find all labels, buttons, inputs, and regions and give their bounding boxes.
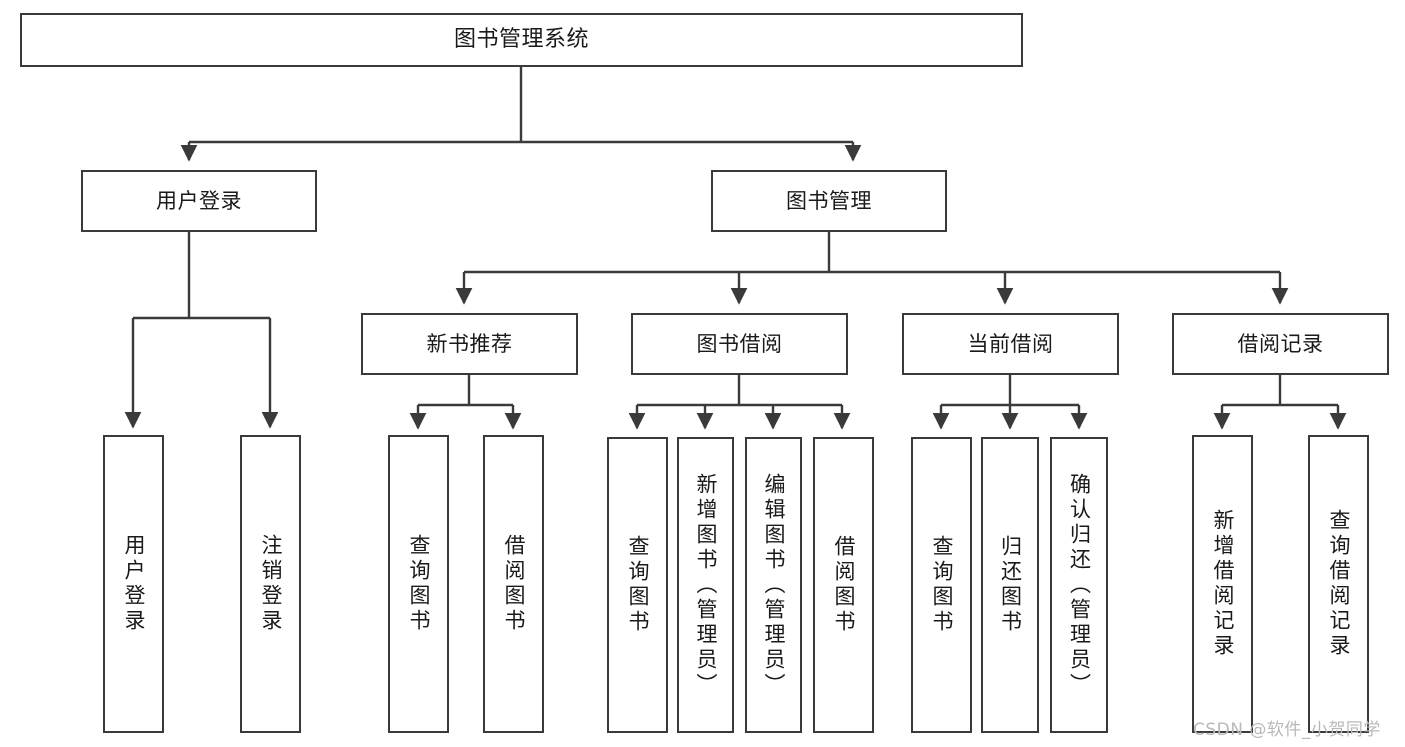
node-root[interactable]: 图书管理系统 bbox=[20, 13, 1023, 67]
node-leaf-add-record-label: 新增借阅记录 bbox=[1211, 509, 1236, 659]
node-current-borrow[interactable]: 当前借阅 bbox=[902, 313, 1119, 375]
node-leaf-confirm-return-label: 确认归还（管理员） bbox=[1067, 472, 1092, 698]
node-leaf-logout-login-label: 注销登录 bbox=[259, 534, 284, 634]
node-leaf-borrow-book-1-label: 借阅图书 bbox=[502, 534, 527, 634]
node-user-login[interactable]: 用户登录 bbox=[81, 170, 317, 232]
node-new-book-recommend-label: 新书推荐 bbox=[426, 331, 513, 356]
node-leaf-logout-login[interactable]: 注销登录 bbox=[240, 435, 301, 733]
node-leaf-return-book[interactable]: 归还图书 bbox=[981, 437, 1039, 733]
node-borrow-record[interactable]: 借阅记录 bbox=[1172, 313, 1389, 375]
node-leaf-user-login[interactable]: 用户登录 bbox=[103, 435, 164, 733]
node-leaf-return-book-label: 归还图书 bbox=[998, 535, 1023, 635]
node-book-borrow-label: 图书借阅 bbox=[696, 331, 783, 356]
node-book-management[interactable]: 图书管理 bbox=[711, 170, 947, 232]
node-leaf-query-book-2[interactable]: 查询图书 bbox=[607, 437, 668, 733]
node-borrow-record-label: 借阅记录 bbox=[1237, 331, 1324, 356]
node-leaf-add-book[interactable]: 新增图书（管理员） bbox=[677, 437, 734, 733]
node-leaf-query-book-3[interactable]: 查询图书 bbox=[911, 437, 972, 733]
node-user-login-label: 用户登录 bbox=[156, 188, 242, 213]
node-leaf-add-book-label: 新增图书（管理员） bbox=[694, 472, 719, 698]
node-book-management-label: 图书管理 bbox=[786, 188, 872, 213]
node-leaf-query-book-1[interactable]: 查询图书 bbox=[388, 435, 449, 733]
node-leaf-borrow-book-1[interactable]: 借阅图书 bbox=[483, 435, 544, 733]
node-root-label: 图书管理系统 bbox=[453, 27, 589, 53]
node-leaf-edit-book-label: 编辑图书（管理员） bbox=[762, 472, 787, 698]
node-leaf-borrow-book-2-label: 借阅图书 bbox=[832, 535, 857, 635]
watermark-text: CSDN @软件_小贺同学 bbox=[1193, 720, 1381, 740]
node-current-borrow-label: 当前借阅 bbox=[967, 331, 1054, 356]
node-leaf-add-record[interactable]: 新增借阅记录 bbox=[1192, 435, 1253, 733]
node-leaf-user-login-label: 用户登录 bbox=[122, 534, 147, 634]
node-book-borrow[interactable]: 图书借阅 bbox=[631, 313, 848, 375]
node-leaf-query-book-2-label: 查询图书 bbox=[626, 535, 651, 635]
node-leaf-query-record[interactable]: 查询借阅记录 bbox=[1308, 435, 1369, 733]
node-leaf-query-book-3-label: 查询图书 bbox=[930, 535, 955, 635]
node-new-book-recommend[interactable]: 新书推荐 bbox=[361, 313, 578, 375]
node-leaf-query-book-1-label: 查询图书 bbox=[407, 534, 432, 634]
node-leaf-borrow-book-2[interactable]: 借阅图书 bbox=[813, 437, 874, 733]
node-leaf-edit-book[interactable]: 编辑图书（管理员） bbox=[745, 437, 802, 733]
node-leaf-confirm-return[interactable]: 确认归还（管理员） bbox=[1050, 437, 1108, 733]
node-leaf-query-record-label: 查询借阅记录 bbox=[1327, 509, 1352, 659]
